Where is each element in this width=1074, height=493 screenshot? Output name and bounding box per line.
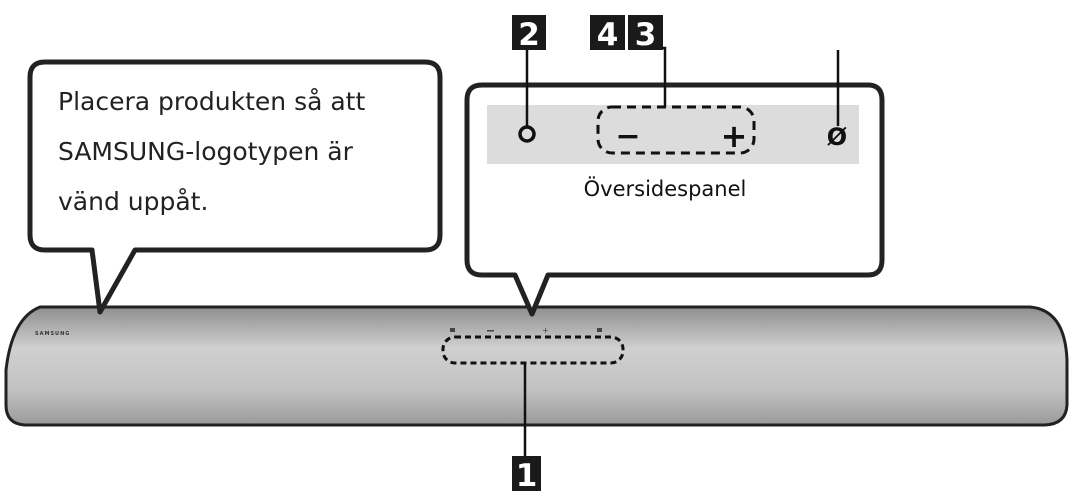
soundbar-top-buttons: + [450,326,602,335]
svg-text:3: 3 [635,17,657,53]
callout-top-panel: − + Ø Översidespanel [464,82,885,317]
svg-text:1: 1 [516,458,538,493]
svg-text:4: 4 [597,17,619,53]
label-1: 1 [512,456,541,493]
volume-highlight [596,105,756,155]
soundbar-body [4,305,1069,427]
svg-text:2: 2 [518,17,540,53]
top-panel-title: Översidespanel [584,176,747,201]
soundbar-logo: SAMSUNG [35,331,70,337]
source-icon: Ø [827,123,847,151]
power-icon [518,125,536,143]
callout-logo-orientation: Placera produkten så att SAMSUNG-logotyp… [27,59,443,315]
volume-up-icon: + [721,117,748,155]
label-3: 3 [628,15,663,53]
soundbar: SAMSUNG + [4,305,1069,427]
soundbar-control-highlight [441,335,625,365]
volume-down-icon: − [615,119,640,154]
callout-text-line-2: SAMSUNG-logotypen är [58,137,354,166]
callout-text-line-3: vänd uppåt. [58,187,208,216]
svg-text:+: + [542,326,549,335]
callout-text-line-1: Placera produkten så att [58,87,365,116]
label-2: 2 [512,15,546,53]
label-4: 4 [590,15,625,53]
top-panel-strip [487,105,859,164]
